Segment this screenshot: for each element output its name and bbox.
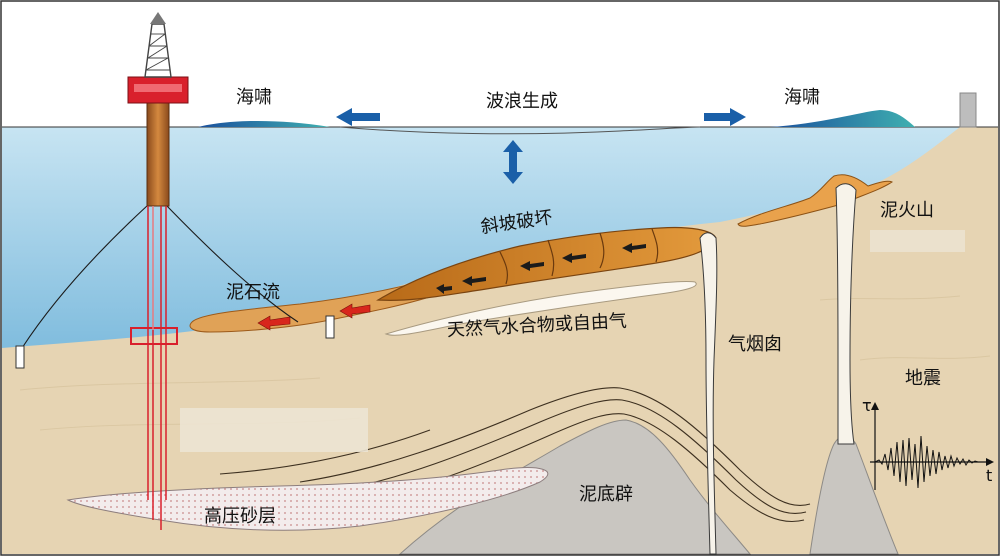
label-mud-volcano: 泥火山: [880, 200, 934, 221]
label-wave-generation: 波浪生成: [486, 91, 558, 112]
label-gas-chimney: 气烟囱: [728, 334, 782, 355]
red-arrow-icon: [257, 315, 291, 331]
red-arrow-icon: [339, 303, 371, 319]
label-seismogram-y: τ: [862, 396, 872, 415]
mooring-cables: [21, 204, 299, 349]
tsunami-wave-left: [198, 120, 330, 127]
slide-arrow-icon: [520, 261, 544, 271]
label-mud-diapir: 泥底辟: [579, 484, 633, 505]
tsunami-wave-right: [770, 110, 915, 127]
label-overpressured-sand: 高压砂层: [204, 506, 276, 527]
mud-volcano-conduit: [835, 183, 857, 445]
drilling-rig: [127, 12, 189, 207]
slide-arrow-icon: [562, 253, 586, 263]
anchor-right: [325, 315, 335, 339]
wellhead-box: [130, 327, 178, 345]
debris-flow-arrows: [257, 303, 371, 331]
arrow-left-icon: [336, 108, 380, 126]
label-tsunami-right: 海啸: [784, 87, 820, 108]
gas-hydrate-layer: [384, 281, 697, 336]
slide-arrows: [436, 243, 646, 294]
slide-arrow-icon: [436, 284, 452, 294]
gas-chimney: [699, 232, 718, 555]
rig-leg: [146, 102, 170, 207]
seismogram: [870, 402, 994, 490]
slide-arrow-icon: [622, 243, 646, 253]
label-seismogram-x: t: [986, 466, 993, 485]
slide-blocks: [499, 228, 659, 285]
label-tsunami-left: 海啸: [236, 87, 272, 108]
blank-block-right: [870, 230, 965, 252]
anchor-left: [15, 345, 25, 369]
wave-arrows: [336, 108, 746, 184]
slide-arrow-icon: [462, 276, 486, 286]
strata-lines: [219, 387, 811, 523]
wave-trough: [339, 126, 701, 135]
arrow-up-down-icon: [503, 140, 523, 184]
coastal-building: [959, 92, 977, 128]
label-debris-flow: 泥石流: [226, 282, 280, 303]
overpressured-sand-layer: [66, 467, 549, 531]
blank-block: [180, 408, 368, 452]
label-earthquake: 地震: [905, 368, 941, 389]
rig-deck: [134, 84, 182, 92]
arrow-right-icon: [704, 108, 746, 126]
derrick-top: [150, 12, 166, 24]
